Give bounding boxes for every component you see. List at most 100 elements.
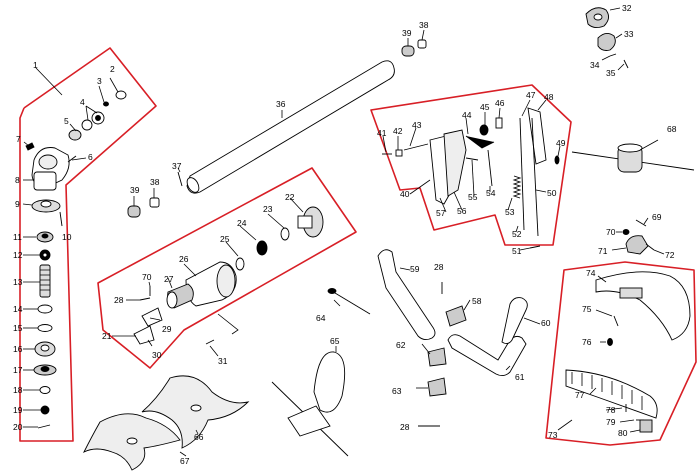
callout-p11: 11	[13, 232, 22, 242]
callout-p74: 74	[586, 268, 596, 278]
part-clip-23	[280, 227, 290, 241]
part-cover-77-ribs	[571, 372, 643, 410]
callout-p49: 49	[556, 138, 566, 148]
part-disc-17-hub	[40, 366, 50, 372]
callout-p53: 53	[505, 207, 515, 217]
part-harness-65-pad	[287, 405, 331, 437]
callout-p10: 10	[62, 232, 72, 242]
part-clamp-63	[427, 377, 447, 397]
callout-p24: 24	[237, 218, 247, 228]
part-gear-small	[68, 129, 82, 141]
callout-p25: 25	[220, 234, 230, 244]
callout-p7: 7	[16, 134, 21, 144]
part-blade-66-hub	[190, 404, 202, 412]
callout-p71: 71	[598, 246, 608, 256]
part-wire-44	[465, 135, 495, 149]
callout-p44: 44	[462, 110, 472, 120]
part-washer-11-hole	[41, 233, 49, 239]
part-bushing-38a	[417, 39, 427, 49]
callout-p34: 34	[590, 60, 600, 70]
callout-p6: 6	[88, 152, 93, 162]
part-shaft-36-end	[186, 177, 200, 193]
part-nut-19	[40, 405, 50, 415]
callout-p70b: 70	[606, 227, 616, 237]
blade-parts	[82, 375, 250, 471]
callout-p16: 16	[13, 344, 23, 354]
callout-p45: 45	[480, 102, 490, 112]
callout-p43: 43	[412, 120, 422, 130]
callout-p33: 33	[624, 29, 634, 39]
part-bearing-12-hole	[42, 252, 48, 258]
callout-p21: 21	[102, 331, 112, 341]
callout-p29: 29	[162, 324, 172, 334]
part-bushing-38b	[149, 197, 160, 208]
part-nut-18	[39, 386, 51, 394]
part-strap-64	[329, 289, 371, 315]
part-bolt-51	[529, 245, 541, 249]
callout-p80: 80	[618, 428, 628, 438]
callout-p4: 4	[80, 97, 85, 107]
part-bracket-71	[625, 235, 649, 255]
part-cup-16-inner	[40, 344, 50, 352]
guard-parts	[557, 271, 691, 433]
part-washer-70b	[622, 229, 630, 235]
part-clip-15	[37, 324, 53, 332]
part-seal-14	[37, 304, 53, 314]
group-outline-guard	[545, 261, 697, 446]
callout-p48: 48	[544, 92, 554, 102]
group-outline-handle	[370, 84, 572, 246]
callout-p66: 66	[194, 432, 204, 442]
part-washer-25	[235, 257, 245, 271]
callout-p9: 9	[15, 199, 20, 209]
part-screw-75	[613, 315, 619, 327]
callout-p47: 47	[526, 90, 536, 100]
part-bolt-10	[59, 211, 63, 227]
callout-p51: 51	[512, 246, 522, 256]
part-nut-42	[395, 149, 403, 157]
part-screw-76	[607, 338, 613, 346]
callout-p55: 55	[468, 192, 478, 202]
callout-p63: 63	[392, 386, 402, 396]
callout-p40: 40	[400, 189, 410, 199]
callout-p22: 22	[285, 192, 295, 202]
part-pin-34	[609, 53, 617, 57]
callout-p17: 17	[13, 365, 23, 375]
part-clutch-shaft-22	[297, 215, 313, 229]
callout-p42: 42	[393, 126, 403, 136]
group-outline-shaft-coupling	[97, 167, 357, 369]
callout-p61: 61	[515, 372, 525, 382]
callout-p57: 57	[436, 208, 446, 218]
callout-p72: 72	[665, 250, 675, 260]
part-bushing-39b	[127, 205, 141, 218]
part-cable-47	[519, 117, 525, 231]
part-shaft-36	[186, 60, 395, 194]
part-bolt-35	[623, 59, 629, 69]
part-flange-9-hub	[40, 200, 52, 208]
callout-p27: 27	[164, 274, 174, 284]
callout-p59: 59	[410, 264, 420, 274]
part-bolt-6	[67, 155, 77, 163]
part-clamp-30	[133, 325, 155, 345]
callout-p58: 58	[472, 296, 482, 306]
part-bar-61	[447, 334, 527, 377]
part-gear-housing-port	[38, 154, 58, 170]
part-housing-body	[33, 171, 57, 191]
part-trimmer-head-top	[617, 143, 643, 153]
handlebar-parts	[377, 249, 541, 427]
callout-p73: 73	[548, 430, 558, 440]
leader-lines-gearbox	[22, 67, 119, 428]
callout-p12: 12	[13, 250, 23, 260]
part-blade-66	[141, 375, 250, 449]
callout-p15: 15	[13, 323, 23, 333]
part-clamp-32-hole	[593, 13, 603, 21]
part-cover-77	[565, 369, 658, 419]
part-screw-49	[554, 155, 560, 165]
callout-p8: 8	[15, 175, 20, 185]
part-switch-46	[495, 117, 503, 129]
part-bolt-28	[139, 297, 151, 301]
part-clamp-29	[141, 307, 163, 327]
callout-p56: 56	[457, 206, 467, 216]
part-bolt-7	[25, 142, 35, 151]
